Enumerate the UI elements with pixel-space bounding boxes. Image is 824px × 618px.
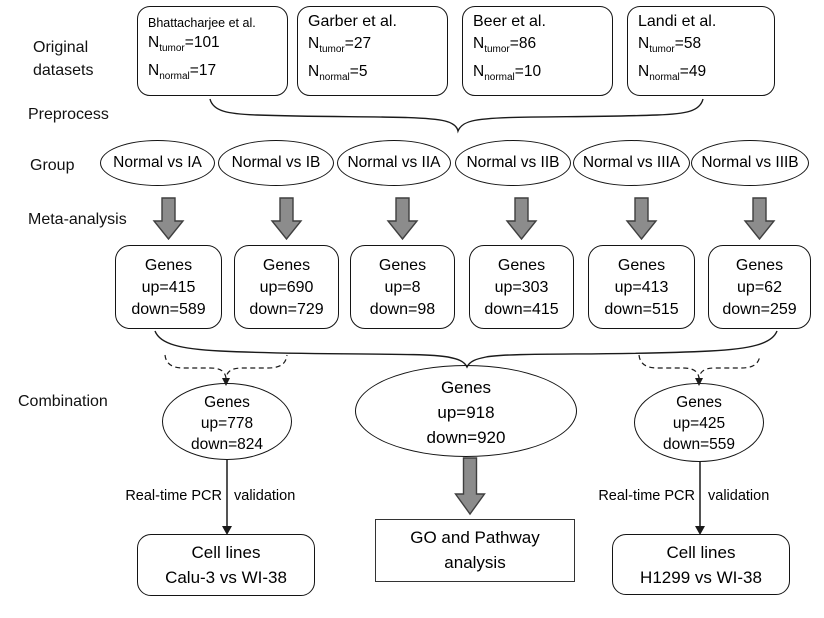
dataset-name: Bhattacharjee et al. (148, 16, 256, 30)
stage-label-original-line2: datasets (33, 62, 94, 79)
meta-analysis-arrow-icon (270, 197, 303, 241)
dataset-box: Bhattacharjee et al. Ntumor=101 Nnormal=… (137, 6, 288, 96)
dataset-name: Beer et al. (473, 13, 546, 30)
meta-analysis-arrow-icon (152, 197, 185, 241)
dashed-brace-right (638, 354, 761, 379)
go-analysis-arrow-icon (454, 457, 486, 516)
group-ellipse: Normal vs IIIB (691, 140, 809, 186)
dataset-n-tumor: Ntumor=101 (148, 34, 220, 54)
pcr-validation-label-left-pre: Real-time PCR (125, 488, 222, 504)
meta-analysis-arrow-icon (625, 197, 658, 241)
meta-analysis-arrow-icon (743, 197, 776, 241)
dataset-box: Beer et al. Ntumor=86 Nnormal=10 (462, 6, 613, 96)
preprocess-brace (209, 98, 704, 134)
stage-label-original-datasets: Original datasets (33, 36, 93, 82)
dataset-n-tumor: Ntumor=27 (308, 35, 372, 55)
group-ellipse: Normal vs IIIA (573, 140, 690, 186)
dataset-n-normal: Nnormal=5 (308, 63, 368, 83)
stage-label-preprocess: Preprocess (28, 106, 109, 123)
pcr-validation-label-left-post: validation (234, 488, 296, 504)
stage-label-combination: Combination (18, 393, 108, 410)
stage-label-original-line1: Original (33, 39, 89, 56)
pcr-validation-label-right-pre: Real-time PCR (598, 488, 695, 504)
dataset-box: Landi et al. Ntumor=58 Nnormal=49 (627, 6, 775, 96)
dashed-brace-left (164, 354, 288, 379)
dataset-n-normal: Nnormal=49 (638, 63, 707, 83)
dataset-n-tumor: Ntumor=86 (473, 35, 537, 55)
dataset-n-normal: Nnormal=10 (473, 63, 542, 83)
dataset-n-normal: Nnormal=17 (148, 62, 217, 82)
meta-analysis-arrow-icon (505, 197, 538, 241)
dataset-box: Garber et al. Ntumor=27 Nnormal=5 (297, 6, 448, 96)
combination-brace (154, 330, 778, 369)
group-ellipse: Normal vs IB (218, 140, 334, 186)
group-ellipse: Normal vs IA (100, 140, 215, 186)
pcr-validation-label-right-post: validation (708, 488, 770, 504)
dataset-name: Garber et al. (308, 13, 397, 30)
dataset-name: Landi et al. (638, 13, 717, 30)
group-ellipse: Normal vs IIA (337, 140, 451, 186)
meta-analysis-arrow-icon (386, 197, 419, 241)
group-ellipse: Normal vs IIB (455, 140, 571, 186)
dataset-n-tumor: Ntumor=58 (638, 35, 702, 55)
stage-label-group: Group (30, 157, 75, 174)
stage-label-meta-analysis: Meta-analysis (28, 211, 127, 228)
